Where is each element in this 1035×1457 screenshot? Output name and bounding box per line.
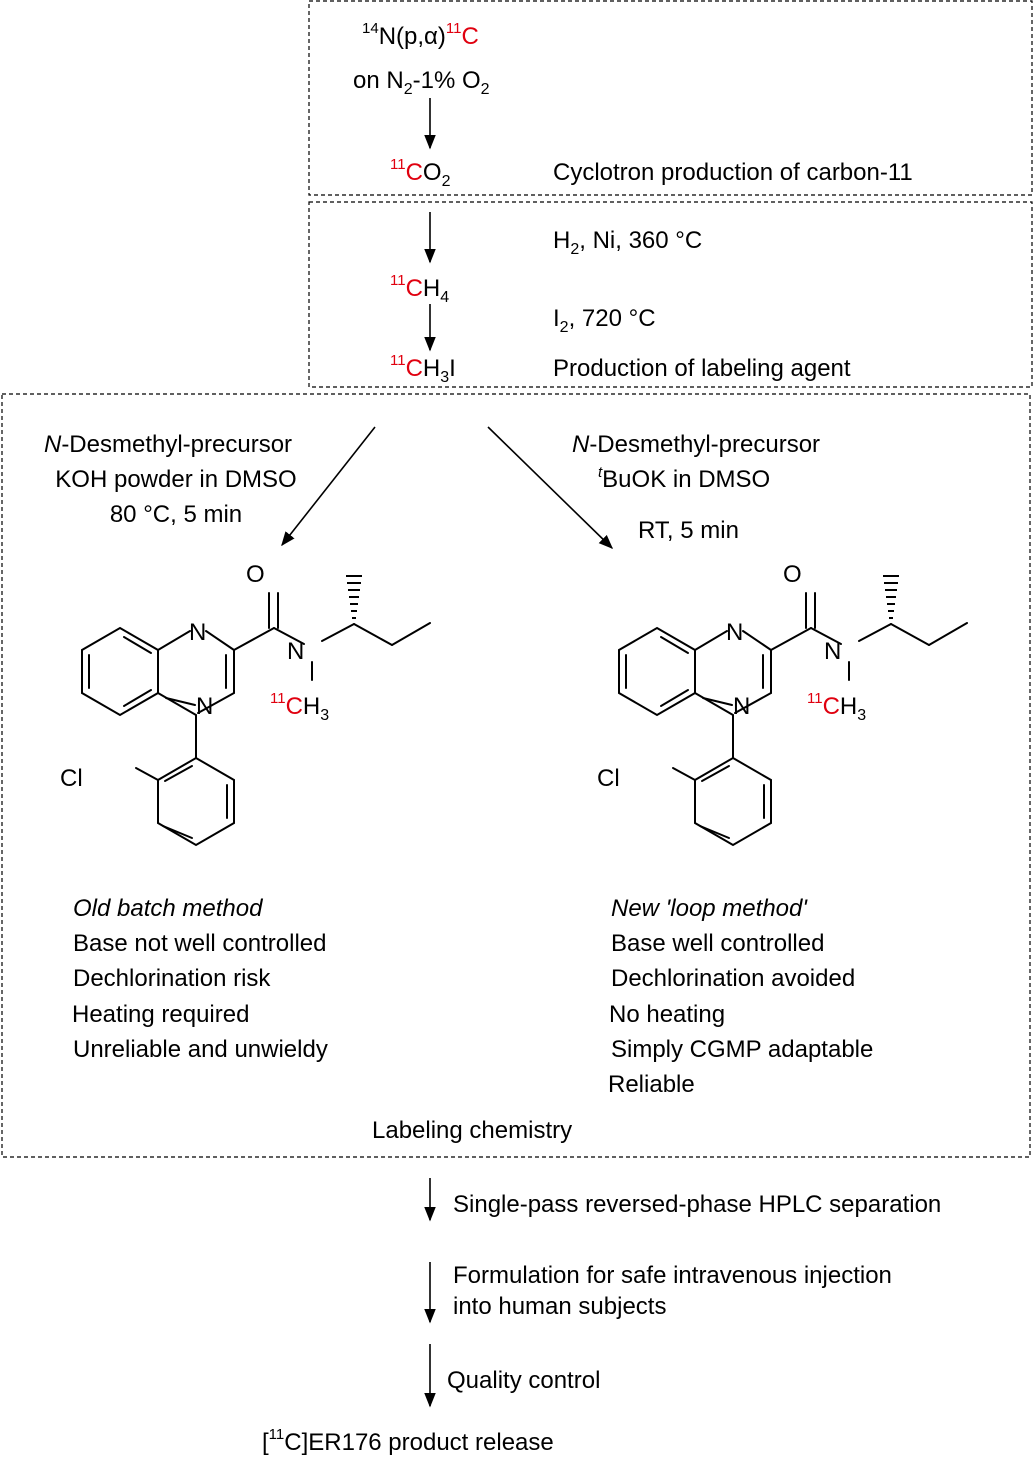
chlorine-atom: Cl (60, 765, 83, 792)
new-precursor: N-Desmethyl-precursor (572, 431, 820, 458)
condition-hydrogenation: H2, Ni, 360 °C (553, 227, 702, 258)
final-product: [11C]ER176 product release (262, 1426, 554, 1456)
old-point: Heating required (72, 1001, 249, 1028)
new-point: Simply CGMP adaptable (611, 1036, 873, 1063)
labeling-chemistry-box (1, 393, 1031, 1158)
arrow-old-route (281, 426, 376, 547)
nuclear-reaction: 14N(p,α)11C (362, 20, 479, 50)
nitrogen-atom: N (287, 638, 304, 665)
c11-methyl: 11CH3 (807, 690, 866, 724)
hplc-step: Single-pass reversed-phase HPLC separati… (453, 1191, 941, 1218)
nitrogen-atom: N (196, 693, 213, 720)
arrow-new-route (487, 426, 614, 550)
nitrogen-atom: N (726, 619, 743, 646)
old-point: Unreliable and unwieldy (73, 1036, 328, 1063)
new-base: tBuOK in DMSO (598, 464, 770, 493)
old-temperature: 80 °C, 5 min (110, 501, 242, 528)
formulation-step: Formulation for safe intravenous injecti… (453, 1262, 892, 1289)
new-point: Reliable (608, 1071, 695, 1098)
quality-control-step: Quality control (447, 1367, 600, 1394)
new-method-title: New 'loop method' (611, 895, 808, 922)
co2-product: 11CO2 (390, 156, 451, 190)
labeling-agent-label: Production of labeling agent (553, 355, 851, 382)
new-point: No heating (609, 1001, 725, 1028)
old-point: Base not well controlled (73, 930, 326, 957)
new-point: Dechlorination avoided (611, 965, 855, 992)
formulation-step-cont: into human subjects (453, 1293, 666, 1320)
nitrogen-atom: N (733, 693, 750, 720)
nitrogen-atom: N (824, 638, 841, 665)
old-point: Dechlorination risk (73, 965, 271, 992)
oxygen-atom: O (783, 561, 802, 588)
ch3i-product: 11CH3I (390, 352, 456, 386)
old-precursor: N-Desmethyl-precursor (44, 431, 292, 458)
labeling-chemistry-label: Labeling chemistry (372, 1117, 572, 1144)
new-point: Base well controlled (611, 930, 824, 957)
old-base: KOH powder in DMSO (55, 466, 296, 493)
er176-structure-new: O N N N Cl 11CH3 (597, 561, 968, 846)
er176-structure-old: O N N N Cl 11CH3 (60, 561, 431, 846)
oxygen-atom: O (246, 561, 265, 588)
ch4-intermediate: 11CH4 (390, 272, 449, 306)
chlorine-atom: Cl (597, 765, 620, 792)
nitrogen-atom: N (189, 619, 206, 646)
cyclotron-box (308, 0, 1033, 196)
labeling-agent-box (308, 201, 1033, 388)
c11-methyl: 11CH3 (270, 690, 329, 724)
condition-iodination: I2, 720 °C (553, 305, 656, 336)
new-temperature: RT, 5 min (638, 517, 739, 544)
target-gas: on N2-1% O2 (353, 67, 490, 98)
cyclotron-label: Cyclotron production of carbon-11 (553, 159, 913, 186)
old-method-title: Old batch method (73, 895, 263, 922)
